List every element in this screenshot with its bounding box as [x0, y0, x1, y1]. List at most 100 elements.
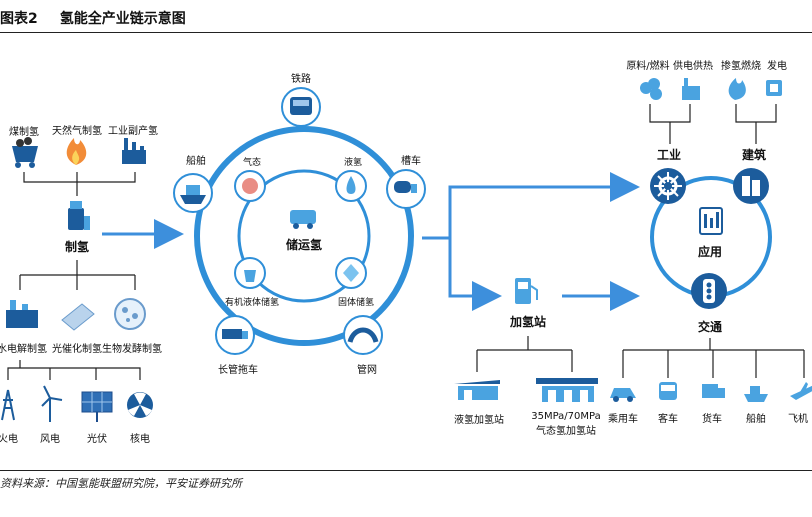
liquid-storage-node — [335, 170, 367, 202]
solar-panel-icon — [81, 391, 113, 422]
vehicle-ship-label: 船舶 — [746, 412, 766, 425]
tanker-icon — [394, 181, 411, 193]
building-label: 建筑 — [741, 147, 766, 162]
truck-icon — [702, 384, 725, 398]
blend-combustion-icon — [728, 78, 746, 100]
biofermentation-icon — [114, 298, 146, 330]
storage-outer-ring — [194, 126, 414, 346]
storage-center-icon — [290, 210, 316, 229]
storage-section: 储运氢 气态 液氢 固体储氢 有机液体储氢 铁路 — [173, 72, 426, 376]
station-section: 加氢站 液氢加氢站 35MPa/70MPa 气态氢加氢站 — [454, 278, 601, 437]
gas-station-icon — [536, 378, 598, 402]
coal-cart-icon — [12, 137, 38, 168]
figure-title: 图表2 氢能全产业链示意图 — [0, 8, 186, 28]
tanker-truck-node — [386, 169, 426, 209]
station-gas-label: 气态氢加氢站 — [536, 424, 596, 437]
production-section: 煤制氢 天然气制氢 工业副产氢 制氢 水电解制氢 光催化制氢 生物发 — [0, 124, 184, 445]
tube-trailer-node — [215, 315, 255, 355]
station-connector — [476, 336, 573, 372]
building-icon — [742, 176, 750, 196]
industry-node — [650, 168, 686, 204]
gas-cloud-icon — [242, 178, 258, 194]
bottom-rule — [0, 470, 812, 471]
flask-icon — [244, 270, 256, 282]
trailer-icon — [222, 329, 242, 339]
raw-material-icon — [640, 78, 662, 100]
source-coal-label: 煤制氢 — [9, 125, 39, 138]
item-power-heat-label: 供电供热 — [673, 59, 713, 72]
production-hub-label: 制氢 — [65, 239, 89, 254]
storage-center-label: 储运氢 — [286, 237, 322, 252]
solar-catalysis-icon — [61, 303, 95, 331]
industry-label: 工业 — [657, 147, 681, 162]
hydrogen-production-icon — [68, 201, 90, 230]
power-connector — [7, 360, 141, 380]
transport-ship-label: 船舶 — [186, 154, 206, 167]
application-section: 应用 原料/燃料 供电供热 掺氢燃烧 发电 工业 建筑 — [608, 59, 812, 425]
transport-node — [691, 273, 727, 309]
transport-tanker-label: 槽车 — [401, 154, 421, 167]
pipe-icon — [347, 327, 379, 343]
storage-liquid-label: 液氢 — [344, 156, 362, 168]
storage-output-arrows — [422, 172, 640, 311]
airplane-icon — [790, 382, 812, 400]
source-gas-label: 天然气制氢 — [52, 124, 102, 137]
industry-connector — [649, 104, 691, 144]
power-tower-icon — [1, 389, 15, 421]
storage-gas-label: 气态 — [243, 156, 261, 168]
organic-liquid-storage-node — [234, 257, 266, 289]
building-connector — [735, 104, 777, 144]
power-solar-label: 光伏 — [87, 432, 107, 445]
bus-icon — [659, 382, 677, 400]
method-electrolysis-label: 水电解制氢 — [0, 342, 47, 355]
fuel-pump-icon — [515, 278, 538, 304]
pipeline-node — [343, 315, 383, 355]
figure-label: 图表2 — [0, 11, 38, 27]
station-label: 加氢站 — [509, 314, 546, 329]
wind-turbine-icon — [41, 385, 63, 422]
ship-node — [173, 173, 213, 213]
sources-connector — [23, 172, 136, 196]
application-center-icon — [699, 207, 723, 235]
application-center-label: 应用 — [698, 244, 722, 259]
power-thermal-label: 火电 — [0, 432, 18, 445]
power-heat-icon — [682, 78, 700, 100]
storage-inner-ring — [237, 169, 371, 303]
storage-solid-label: 固体储氢 — [338, 296, 374, 308]
figure-title-text: 氢能全产业链示意图 — [59, 11, 186, 27]
transport-railway-label: 铁路 — [291, 72, 311, 85]
transport-connector — [622, 338, 805, 378]
station-pressure-label: 35MPa/70MPa — [531, 411, 601, 422]
generator-icon — [766, 80, 782, 96]
vehicle-plane-label: 飞机 — [788, 412, 808, 425]
item-generation-label: 发电 — [767, 59, 787, 72]
method-biofermentation-label: 生物发酵制氢 — [102, 342, 162, 355]
vehicle-bus-label: 客车 — [658, 412, 678, 425]
droplet-icon — [346, 176, 356, 194]
vehicle-car-label: 乘用车 — [608, 412, 638, 425]
top-rule — [0, 32, 812, 33]
item-blend-combustion-label: 掺氢燃烧 — [721, 59, 761, 72]
method-photocatalysis-label: 光催化制氢 — [52, 342, 102, 355]
station-liquid-label: 液氢加氢站 — [454, 413, 504, 426]
methods-connector — [19, 260, 136, 290]
transport-pipeline-label: 管网 — [357, 363, 377, 376]
transport-label: 交通 — [698, 319, 722, 334]
item-raw-material-label: 原料/燃料 — [626, 59, 669, 72]
source-byproduct-label: 工业副产氢 — [108, 124, 158, 137]
power-wind-label: 风电 — [40, 432, 60, 445]
vehicle-truck-label: 货车 — [702, 412, 722, 425]
gaseous-storage-node — [234, 170, 266, 202]
crystal-icon — [343, 264, 359, 282]
storage-organic-label: 有机液体储氢 — [225, 296, 279, 308]
liquid-station-icon — [454, 380, 500, 400]
solid-storage-node — [335, 257, 367, 289]
nuclear-icon — [127, 392, 153, 418]
transport-tube-trailer-label: 长管拖车 — [218, 363, 258, 376]
cargo-ship-icon — [744, 386, 768, 402]
electrolysis-plant-icon — [6, 300, 38, 328]
car-icon — [610, 388, 636, 402]
railway-node — [281, 87, 321, 127]
flame-icon — [66, 138, 87, 165]
